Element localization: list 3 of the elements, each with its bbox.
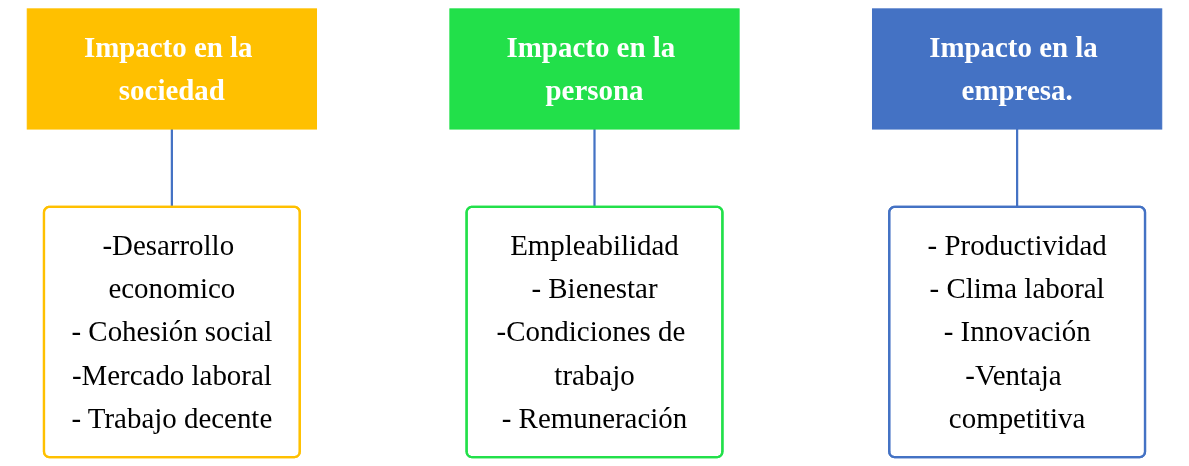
node-box: Impacto en la sociedad: [26, 8, 317, 130]
node-box: Impacto en la empresa.: [872, 8, 1163, 130]
node-box: Impacto en la persona: [449, 8, 740, 130]
